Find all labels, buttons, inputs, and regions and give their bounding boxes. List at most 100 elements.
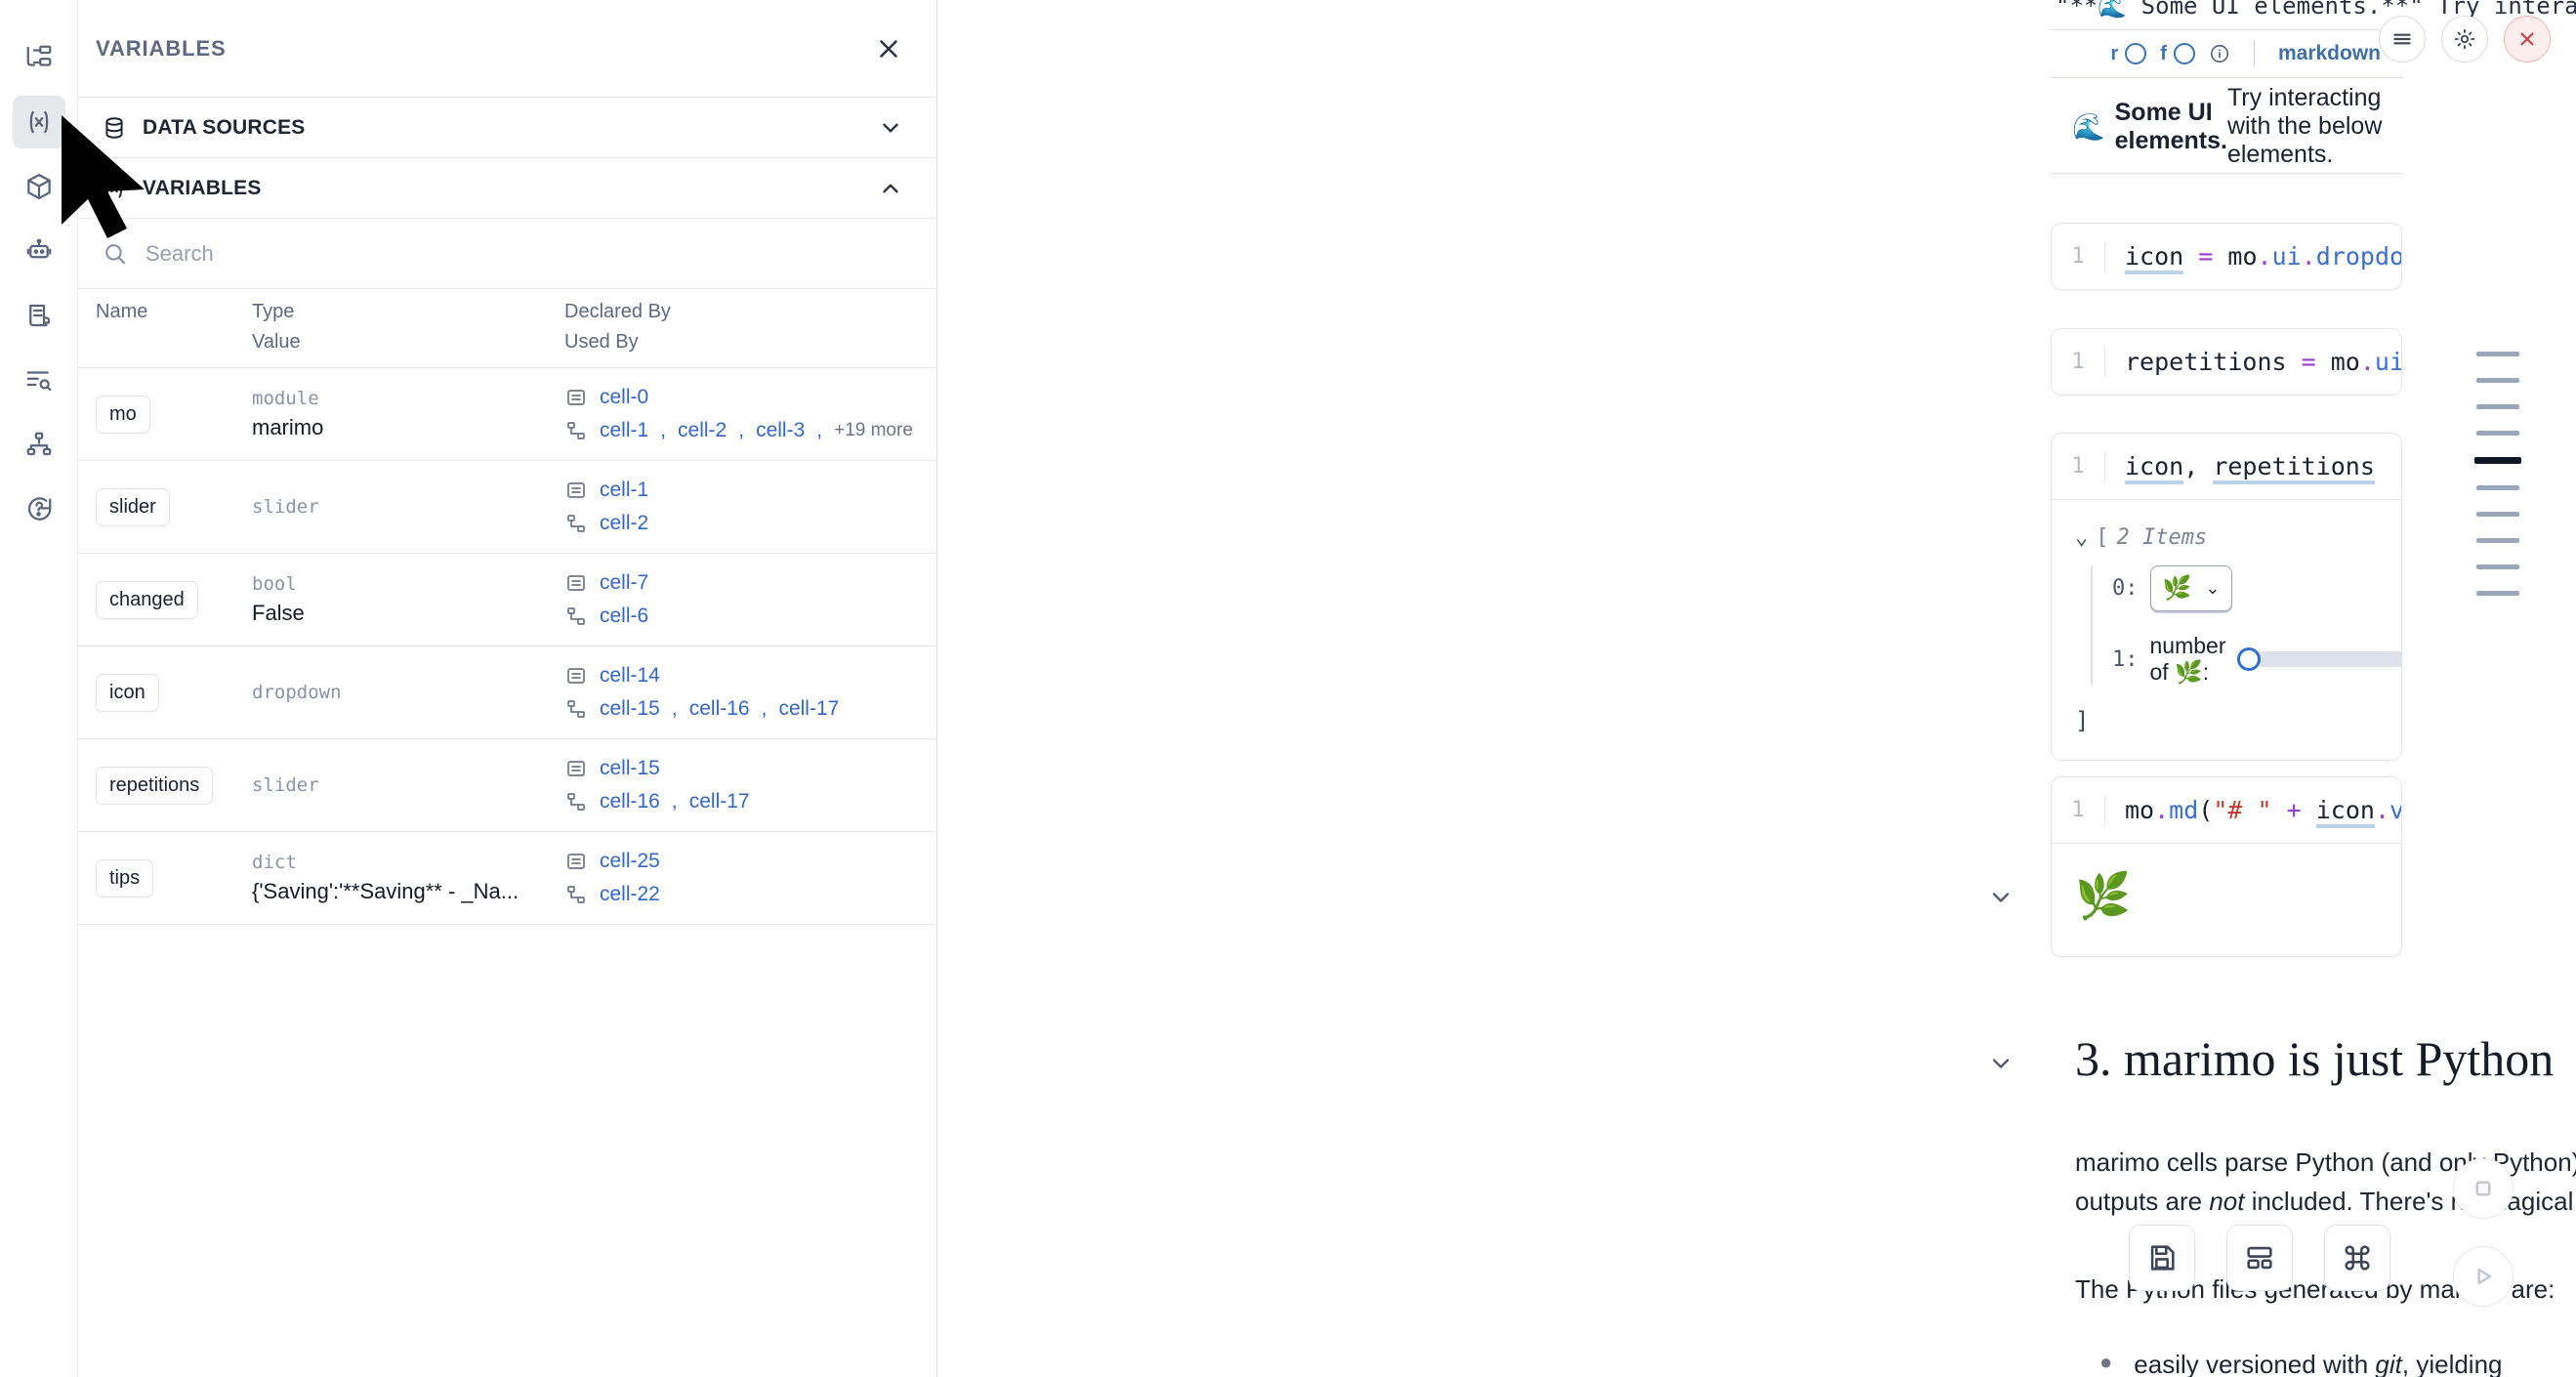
- logs-icon[interactable]: [13, 289, 65, 342]
- bracket-open: [: [2096, 525, 2109, 551]
- cell-format-flag[interactable]: f: [2160, 43, 2195, 65]
- close-icon[interactable]: [874, 34, 903, 63]
- icon-dropdown[interactable]: 🌿 ⌄: [2149, 565, 2233, 612]
- cell-language-tag[interactable]: markdown: [2277, 42, 2381, 64]
- cell-link[interactable]: cell-14: [600, 664, 660, 687]
- line-number: 1: [2071, 244, 2085, 270]
- used-by-more[interactable]: +19 more: [834, 420, 913, 440]
- minimap-mark[interactable]: [2476, 538, 2519, 543]
- minimap-mark[interactable]: [2476, 378, 2519, 383]
- cell-output-list: ⌄ [ 2 Items 0: 🌿 ⌄ 1: number of 🌿:: [2052, 499, 2401, 760]
- code-cell-slider[interactable]: 1 repetitions = mo.ui.slider(1, 16, labe…: [2051, 328, 2402, 396]
- f-ring-icon: [2173, 43, 2195, 64]
- cell-link[interactable]: cell-25: [600, 850, 660, 872]
- cell-variable-name: changed: [78, 553, 242, 647]
- cell-link[interactable]: cell-2: [600, 512, 649, 534]
- file-explorer-icon[interactable]: [13, 31, 65, 84]
- cell-link[interactable]: cell-7: [600, 571, 649, 594]
- code-cell-display[interactable]: 1 icon, repetitions ⌄ [ 2 Items 0: 🌿 ⌄: [2051, 433, 2402, 762]
- close-icon[interactable]: [2504, 16, 2551, 63]
- info-icon[interactable]: [2209, 43, 2230, 64]
- section-data-sources[interactable]: DATA SOURCES: [78, 98, 936, 158]
- declared-by-line: cell-1: [564, 479, 927, 502]
- cell-link[interactable]: cell-3: [756, 419, 806, 441]
- variable-name-chip[interactable]: tips: [96, 858, 154, 897]
- repetitions-slider[interactable]: [2237, 647, 2401, 672]
- markdown-output-rest: Try interacting with the below elements.: [2226, 84, 2383, 168]
- cell-link[interactable]: cell-1: [600, 479, 649, 501]
- stop-icon[interactable]: [2453, 1158, 2514, 1219]
- bracket-close: ]: [2075, 707, 2090, 735]
- minimap-mark[interactable]: [2476, 404, 2519, 409]
- collapse-section-chevron-icon[interactable]: [1987, 1050, 2015, 1077]
- cell-link[interactable]: cell-16: [600, 790, 660, 813]
- help-icon[interactable]: [13, 482, 65, 535]
- save-icon[interactable]: [2129, 1225, 2195, 1291]
- cell-link[interactable]: cell-17: [688, 790, 750, 813]
- cell-link[interactable]: cell-6: [600, 605, 649, 627]
- search-input[interactable]: [145, 219, 913, 288]
- list-item: 0: 🌿 ⌄: [2112, 565, 2401, 612]
- minimap-mark[interactable]: [2476, 512, 2519, 517]
- minimap-mark[interactable]: [2476, 431, 2519, 436]
- collapse-cell-chevron-icon[interactable]: [1987, 884, 2015, 911]
- chevron-up-icon: [878, 176, 903, 201]
- hamburger-icon[interactable]: [2379, 16, 2426, 63]
- section-variables[interactable]: VARIABLES: [78, 158, 936, 219]
- markdown-output: 🌊 Some UI elements. Try interacting with…: [2051, 80, 2402, 174]
- cell-type-value: dict{'Saving':'**Saving** - _Na...: [242, 831, 555, 925]
- minimap[interactable]: [2474, 352, 2521, 596]
- cell-link[interactable]: cell-2: [678, 419, 727, 441]
- code-cell-md[interactable]: 1 mo.md("# " + icon.value * repetitions.…: [2051, 776, 2402, 958]
- gear-icon[interactable]: [2441, 16, 2488, 63]
- cell-link[interactable]: cell-16: [688, 697, 750, 720]
- variables-icon[interactable]: [12, 96, 65, 148]
- cell-link[interactable]: cell-15: [600, 697, 660, 720]
- variable-name-chip[interactable]: slider: [96, 487, 170, 526]
- play-icon[interactable]: [2453, 1246, 2514, 1307]
- minimap-mark[interactable]: [2476, 485, 2519, 490]
- panel-header: VARIABLES: [78, 0, 936, 98]
- list-output-header[interactable]: ⌄ [ 2 Items: [2075, 525, 2401, 550]
- bot-icon[interactable]: [13, 225, 65, 277]
- layout-icon[interactable]: [2226, 1225, 2293, 1291]
- variable-name-chip[interactable]: repetitions: [96, 766, 214, 805]
- command-icon[interactable]: [2324, 1225, 2390, 1291]
- cell-icon: [564, 571, 588, 595]
- slider-track[interactable]: [2255, 651, 2401, 668]
- used-by-line: cell-22: [564, 883, 927, 906]
- paragraph-1-emphasis: not: [2209, 1187, 2245, 1217]
- cell-icon: [564, 850, 588, 873]
- list-index-0: 0:: [2112, 576, 2139, 602]
- minimap-mark[interactable]: [2476, 352, 2519, 356]
- variable-name-chip[interactable]: mo: [96, 395, 150, 434]
- cell-link[interactable]: cell-1: [600, 419, 649, 441]
- cell-link[interactable]: cell-0: [600, 386, 649, 408]
- cell-link[interactable]: cell-22: [600, 883, 660, 905]
- cell-link[interactable]: cell-15: [600, 757, 660, 779]
- code-text-md: mo.md("# " + icon.value * repetitions.va…: [2104, 795, 2401, 828]
- code-cell-dropdown[interactable]: 1 icon = mo.ui.dropdown(["🌿", "🌊", "✨"],…: [2051, 223, 2402, 291]
- outline-search-icon[interactable]: [13, 354, 65, 406]
- dependency-graph-icon[interactable]: [13, 418, 65, 471]
- slider-knob[interactable]: [2237, 647, 2262, 672]
- variable-name-chip[interactable]: icon: [96, 673, 159, 712]
- minimap-mark[interactable]: [2476, 591, 2519, 596]
- cell-link[interactable]: cell-17: [778, 697, 840, 720]
- minimap-mark[interactable]: [2474, 457, 2521, 464]
- cell-status-bar: r f markdown: [2051, 29, 2402, 78]
- bullet-dot-icon: ●: [2099, 1350, 2113, 1374]
- minimap-mark[interactable]: [2476, 564, 2519, 569]
- separator: ,: [671, 697, 678, 720]
- cell-run-flag[interactable]: r: [2111, 43, 2147, 65]
- package-icon[interactable]: [13, 160, 65, 213]
- variable-name-chip[interactable]: changed: [96, 580, 198, 619]
